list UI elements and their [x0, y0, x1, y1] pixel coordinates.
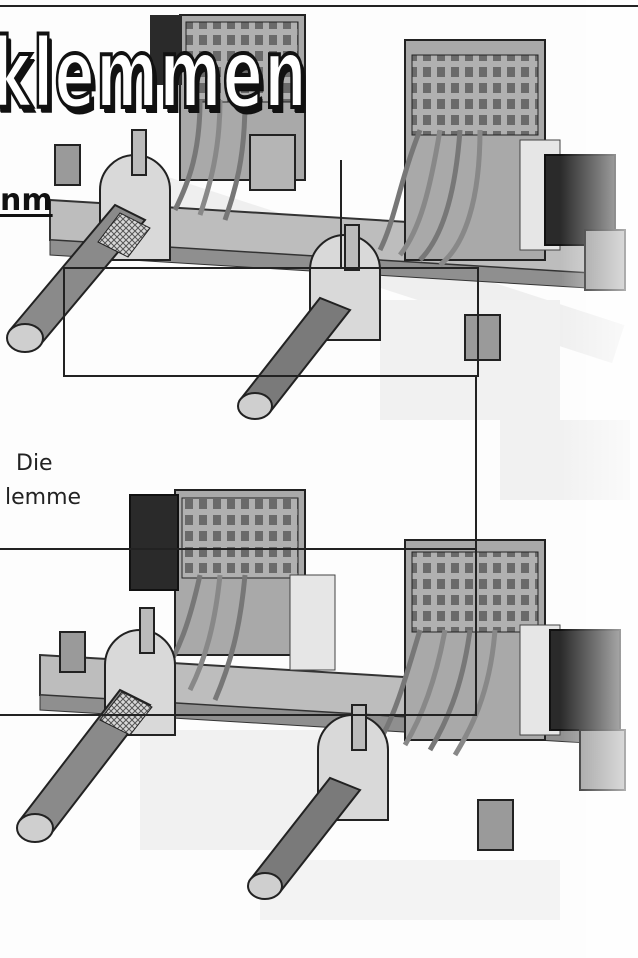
callout-frame-lower: [0, 548, 477, 716]
top-rule: [0, 5, 638, 7]
callout-frame-upper: [63, 267, 479, 377]
callout-frame-upper-link: [340, 160, 342, 269]
callout-frame-right-link: [475, 377, 477, 550]
body-text-line-2: lemme: [5, 485, 82, 510]
upper-assembly: [6, 14, 626, 420]
body-text-line-1: Die: [16, 451, 53, 476]
page-title: klemmen: [0, 18, 308, 130]
section-subhead: nm: [0, 183, 53, 218]
